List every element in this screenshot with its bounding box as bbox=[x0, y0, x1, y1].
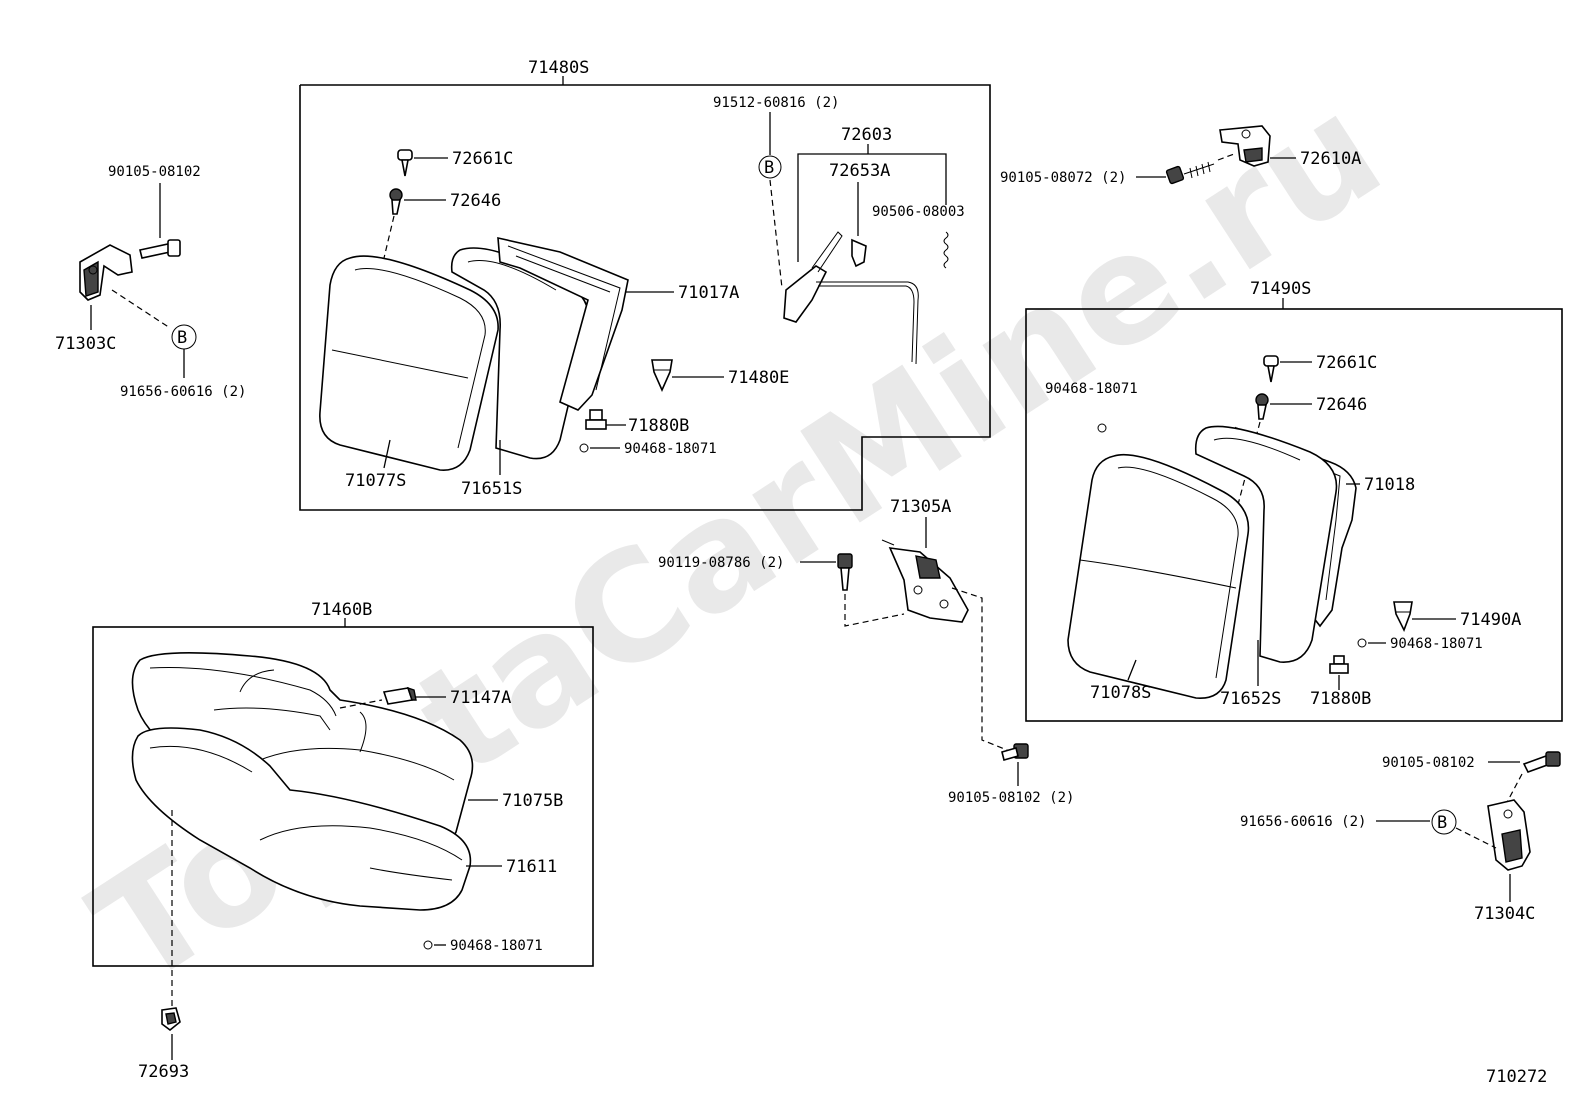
group-label-71480S: 71480S bbox=[528, 58, 589, 78]
label-90105-08102-center: 90105-08102 (2) bbox=[948, 790, 1074, 806]
label-90119-08786: 90119-08786 (2) bbox=[658, 555, 784, 571]
callout-b-mid bbox=[758, 155, 782, 179]
label-90105-08102-left: 90105-08102 bbox=[108, 164, 201, 180]
label-71611: 71611 bbox=[506, 857, 557, 877]
label-71880B-right: 71880B bbox=[1310, 689, 1371, 709]
stopper-71880B-left bbox=[585, 409, 607, 430]
pin-72646-left bbox=[389, 188, 403, 215]
label-71480E: 71480E bbox=[728, 368, 789, 388]
label-71078S: 71078S bbox=[1090, 683, 1151, 703]
bolt-90105-08072 bbox=[1165, 161, 1215, 185]
bolt-90119-08786 bbox=[837, 553, 853, 591]
callout-b-right-letter: B bbox=[1437, 813, 1447, 833]
label-90468-18071-right: 90468-18071 bbox=[1390, 636, 1483, 652]
clip-71490A bbox=[1393, 601, 1413, 632]
seatback-cover-71078S bbox=[1067, 453, 1250, 699]
label-72653A: 72653A bbox=[829, 161, 890, 181]
label-71652S: 71652S bbox=[1220, 689, 1281, 709]
label-90105-08102-right: 90105-08102 bbox=[1382, 755, 1475, 771]
bolt-90105-08102-center bbox=[1001, 743, 1029, 761]
callout-b-left-letter: B bbox=[177, 328, 187, 348]
hook-72693 bbox=[161, 1007, 181, 1032]
label-91656-60616-left: 91656-60616 (2) bbox=[120, 384, 246, 400]
spring-90506-08003 bbox=[943, 231, 949, 269]
label-71017A: 71017A bbox=[678, 283, 739, 303]
label-71077S: 71077S bbox=[345, 471, 406, 491]
seatback-cover-71077S bbox=[319, 255, 499, 471]
stopper-71880B-right bbox=[1329, 655, 1349, 674]
label-91512-60816: 91512-60816 (2) bbox=[713, 95, 839, 111]
group-box-71480S: 71480S bbox=[299, 58, 991, 511]
seatback-pad-71652S bbox=[1194, 425, 1338, 663]
label-90105-08072: 90105-08072 (2) bbox=[1000, 170, 1126, 186]
label-71018: 71018 bbox=[1364, 475, 1415, 495]
label-71147A: 71147A bbox=[450, 688, 511, 708]
clip-ring-90468-18071-left bbox=[579, 443, 589, 453]
label-71303C: 71303C bbox=[55, 334, 116, 354]
clip-ring-90468-18071-right bbox=[1357, 638, 1367, 648]
group-label-71460B: 71460B bbox=[311, 600, 372, 620]
drawing-number: 710272 bbox=[1486, 1067, 1547, 1087]
seatback-frame-71017A bbox=[497, 236, 629, 411]
label-71304C: 71304C bbox=[1474, 904, 1535, 924]
label-72646-left: 72646 bbox=[450, 191, 501, 211]
label-72661C-left: 72661C bbox=[452, 149, 513, 169]
bolt-90105-08102-right bbox=[1522, 751, 1561, 773]
bracket-72610A bbox=[1219, 125, 1271, 167]
clip-ring-90468-18071-right-top bbox=[1097, 423, 1107, 433]
label-90506-08003: 90506-08003 bbox=[872, 204, 965, 220]
label-90468-18071-right-top: 90468-18071 bbox=[1045, 381, 1138, 397]
label-72646-right: 72646 bbox=[1316, 395, 1367, 415]
label-71075B: 71075B bbox=[502, 791, 563, 811]
hinge-71303C bbox=[79, 244, 133, 301]
clip-71480E bbox=[651, 359, 673, 392]
label-72610A: 72610A bbox=[1300, 149, 1361, 169]
group-label-71490S: 71490S bbox=[1250, 279, 1311, 299]
lock-mechanism-72653A bbox=[783, 231, 919, 365]
hinge-71304C bbox=[1487, 799, 1531, 871]
hinge-71305A bbox=[881, 539, 969, 623]
label-90468-18071-cushion: 90468-18071 bbox=[450, 938, 543, 954]
pin-72646-right bbox=[1255, 393, 1269, 420]
label-72603: 72603 bbox=[841, 125, 892, 145]
clip-72661C-left bbox=[397, 149, 413, 177]
label-71305A: 71305A bbox=[890, 497, 951, 517]
bracket-71147A bbox=[382, 686, 417, 705]
label-72661C-right: 72661C bbox=[1316, 353, 1377, 373]
label-90468-18071-left: 90468-18071 bbox=[624, 441, 717, 457]
group-box-71490S: 71490S bbox=[1025, 279, 1563, 722]
clip-ring-90468-18071-cushion bbox=[423, 940, 433, 950]
clip-72661C-right bbox=[1263, 355, 1279, 383]
label-71651S: 71651S bbox=[461, 479, 522, 499]
bolt-90105-08102-left bbox=[139, 239, 181, 259]
label-72693: 72693 bbox=[138, 1062, 189, 1082]
group-box-71460B: 71460B bbox=[92, 600, 594, 967]
label-71490A: 71490A bbox=[1460, 610, 1521, 630]
label-71880B-left: 71880B bbox=[628, 416, 689, 436]
label-91656-60616-right: 91656-60616 (2) bbox=[1240, 814, 1366, 830]
callout-b-mid-letter: B bbox=[764, 158, 774, 178]
callout-b-right bbox=[1431, 809, 1457, 835]
